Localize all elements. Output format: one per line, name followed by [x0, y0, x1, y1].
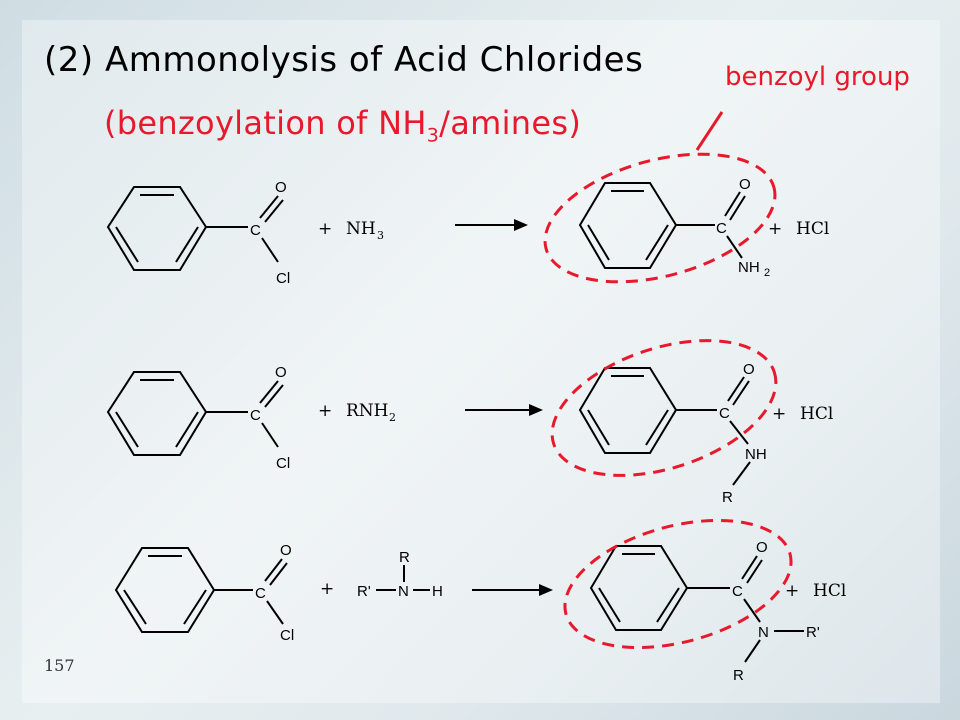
arrow-head [529, 404, 543, 416]
benzene-ring [106, 371, 208, 456]
plus-sign: + [318, 401, 332, 421]
product-benzamide [578, 182, 746, 269]
atom-N: N [758, 624, 769, 641]
atom-O: O [756, 539, 768, 556]
slide-title: (2) Ammonolysis of Acid Chlorides [44, 40, 644, 80]
atom-O: O [275, 179, 287, 196]
product-N-N-dialkylbenzamide [589, 545, 804, 663]
benzoyl-highlight-ellipse [550, 339, 778, 477]
atom-Cl: Cl [276, 270, 290, 287]
plus-sign: + [320, 579, 334, 599]
atom-subscript: 2 [764, 267, 770, 279]
benzene-ring [578, 367, 678, 454]
byproduct-HCl: HCl [813, 581, 846, 601]
atom-C: C [250, 407, 261, 424]
atom-O: O [739, 176, 751, 193]
atom-C: C [255, 585, 266, 602]
subtitle-text: (benzoylation of NH [104, 104, 427, 142]
reagent-subscript: 3 [377, 229, 384, 242]
reactant-benzoyl-chloride-3 [114, 547, 288, 633]
atom-C: C [250, 222, 261, 239]
reagent-secondary-amine [376, 565, 430, 591]
atom-Cl: Cl [280, 627, 294, 644]
atom-C: C [732, 583, 743, 600]
atom-R: R [399, 549, 410, 566]
subtitle-text-end: /amines) [439, 104, 582, 142]
slide-subtitle: (benzoylation of NH3/amines) [104, 104, 581, 146]
benzene-ring [106, 186, 208, 271]
plus-sign: + [768, 219, 782, 239]
atom-O: O [275, 364, 287, 381]
atom-C: C [716, 220, 727, 237]
plus-sign: + [318, 219, 332, 239]
atom-R: R [722, 489, 733, 506]
byproduct-HCl: HCl [796, 219, 829, 239]
atom-N: N [398, 583, 409, 600]
arrow-head [539, 584, 553, 596]
atom-O: O [280, 542, 292, 559]
subtitle-subscript: 3 [426, 124, 440, 147]
benzene-ring [589, 545, 689, 631]
atom-H: H [432, 583, 443, 600]
atom-R-prime: R' [357, 583, 371, 600]
page-number: 157 [44, 656, 75, 675]
atom-R: R [733, 667, 744, 684]
benzene-ring [114, 547, 216, 633]
reactant-benzoyl-chloride-2 [106, 371, 284, 456]
reagent-subscript: 2 [389, 411, 396, 424]
plus-sign: + [785, 581, 799, 601]
atom-C: C [719, 405, 730, 422]
benzoyl-highlight-ellipse [563, 518, 793, 650]
atom-NH: NH [745, 446, 767, 463]
atom-O: O [743, 361, 755, 378]
benzene-ring [578, 182, 678, 269]
product-N-alkylbenzamide [578, 367, 751, 486]
reagent-NH: NH [346, 219, 376, 239]
arrow-head [514, 219, 528, 231]
benzoyl-highlight-ellipse [543, 152, 777, 284]
byproduct-HCl: HCl [800, 404, 833, 424]
callout-pointer [695, 111, 724, 151]
plus-sign: + [772, 404, 786, 424]
atom-NH: NH [738, 259, 760, 276]
benzoyl-group-callout: benzoyl group [725, 62, 910, 92]
atom-Cl: Cl [276, 455, 290, 472]
reactant-benzoyl-chloride-1 [106, 186, 284, 271]
reagent-RNH: RNH [346, 401, 389, 421]
atom-R-prime: R' [806, 624, 820, 641]
